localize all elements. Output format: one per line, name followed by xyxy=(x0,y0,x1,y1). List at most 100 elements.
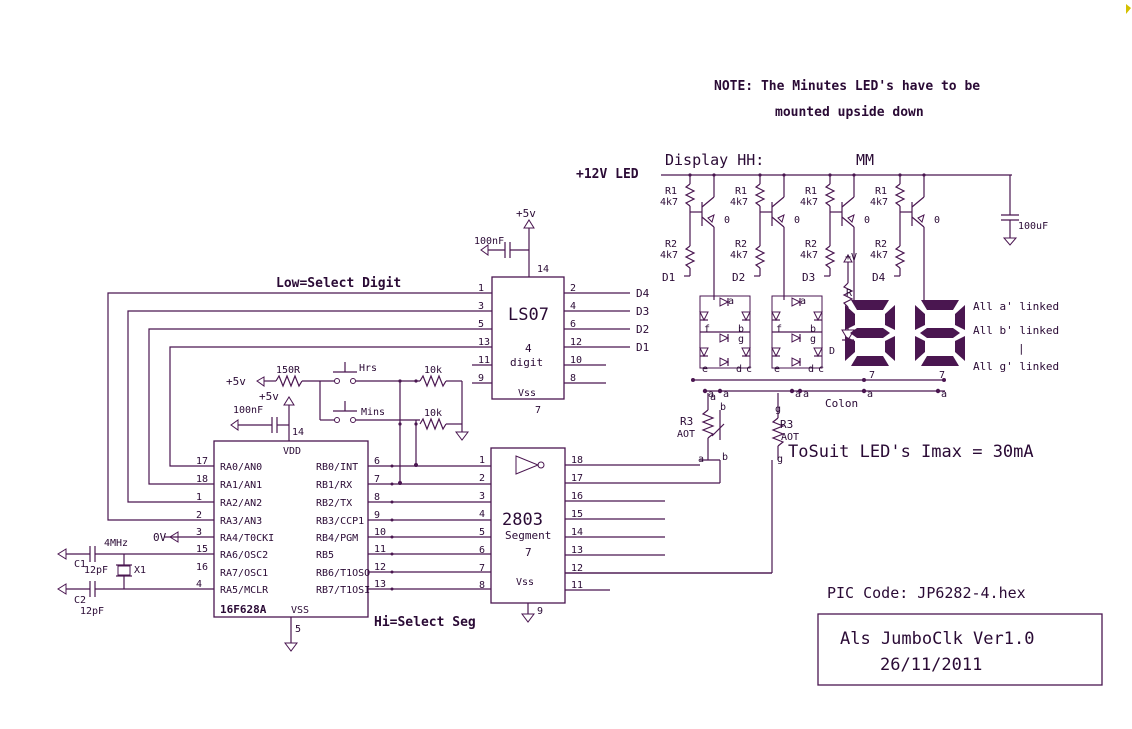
crystal-c1v: 12pF xyxy=(84,565,108,576)
pic-right-pin: 11 xyxy=(374,544,386,555)
stage-r2v: 4k7 xyxy=(870,250,888,261)
supply-12v-label: +12V LED xyxy=(576,167,639,182)
ls07-right-pin: 4 xyxy=(570,301,576,312)
stage-r2: R2 xyxy=(805,239,817,250)
svg-text:a: a xyxy=(867,389,873,400)
pic-left-name: RA4/T0CKI xyxy=(220,533,274,544)
svg-text:e: e xyxy=(702,364,708,375)
ls07-name: LS07 xyxy=(508,305,549,325)
pic-code: PIC Code: JP6282-4.hex xyxy=(827,584,1026,602)
uln-right-pin: 17 xyxy=(571,473,583,484)
link-g: All g' linked xyxy=(973,360,1059,373)
pic-right-name: RB6/T1OSO xyxy=(316,568,370,579)
uln-right-pin: 11 xyxy=(571,580,583,591)
uln-caption: Hi=Select Seg xyxy=(374,615,476,630)
svg-text:a: a xyxy=(728,296,734,307)
r-mins: 10k xyxy=(424,408,442,419)
uln-vss: Vss xyxy=(516,577,534,588)
pot-r3b: R3 xyxy=(780,418,793,431)
pot-b-top: b xyxy=(720,402,726,413)
inputs-supply: +5v xyxy=(226,375,246,388)
crystal-freq: 4MHz xyxy=(104,538,128,549)
stage-r2: R2 xyxy=(665,239,677,250)
ls07-caption: Low=Select Digit xyxy=(276,276,401,291)
zero-v: 0V xyxy=(153,531,167,544)
ls07-output: D2 xyxy=(636,323,649,336)
tosuit-note: ToSuit LED's Imax = 30mA xyxy=(788,442,1034,462)
pic-left-pin: 3 xyxy=(196,527,202,538)
seven-seg-digit-1: 7 xyxy=(845,300,895,381)
pot-b-low: b xyxy=(722,452,728,463)
pic-right-name: RB3/CCP1 xyxy=(316,516,364,527)
stage-q: 0 xyxy=(864,215,870,226)
stage-r2v: 4k7 xyxy=(730,250,748,261)
svg-text:c: c xyxy=(818,364,824,375)
stage-r2v: 4k7 xyxy=(800,250,818,261)
pic-vss-pin: 5 xyxy=(295,624,301,635)
ls07-right-pin: 8 xyxy=(570,373,576,384)
svg-text:a: a xyxy=(795,389,801,400)
pic-right-pin: 7 xyxy=(374,474,380,485)
uln-right-pin: 12 xyxy=(571,563,583,574)
stage-r1: R1 xyxy=(735,186,747,197)
ls07-left-pin: 5 xyxy=(478,319,484,330)
stage-q: 0 xyxy=(794,215,800,226)
wire-ra2 xyxy=(127,310,492,503)
svg-text:g: g xyxy=(738,334,744,345)
pic-left-pin: 4 xyxy=(196,579,202,590)
pic-right-name: RB2/TX xyxy=(316,498,352,509)
ls07-right-pin: 12 xyxy=(570,337,582,348)
svg-text:e: e xyxy=(774,364,780,375)
ls07-sub2: digit xyxy=(510,356,543,369)
stage-r2: R2 xyxy=(875,239,887,250)
note-line1: NOTE: The Minutes LED's have to be xyxy=(714,79,980,94)
uln-left-pin: 6 xyxy=(479,545,485,556)
ls07-left-pin: 11 xyxy=(478,355,490,366)
stage-drive: D3 xyxy=(802,271,815,284)
crystal-x1 xyxy=(117,565,131,576)
uln-gnd-pin: 9 xyxy=(537,606,543,617)
corner-marker xyxy=(1126,4,1131,14)
ls07-vss: Vss xyxy=(518,388,536,399)
uln-left-pin: 4 xyxy=(479,509,485,520)
svg-text:a: a xyxy=(708,389,714,400)
pic-left-name: RA1/AN1 xyxy=(220,480,262,491)
pic-right-name: RB4/PGM xyxy=(316,533,358,544)
pic-left-name: RA0/AN0 xyxy=(220,462,262,473)
svg-text:d: d xyxy=(808,364,814,375)
ls07-output: D3 xyxy=(636,305,649,318)
ls07-left-pin: 13 xyxy=(478,337,490,348)
pic-right-pin: 13 xyxy=(374,579,386,590)
switch-mins: Mins xyxy=(361,407,385,418)
wire-ra3 xyxy=(107,292,492,521)
colon-r: R xyxy=(846,288,853,299)
svg-text:f: f xyxy=(704,324,710,335)
pic-right-pin: 10 xyxy=(374,527,386,538)
pic-supply: +5v xyxy=(259,390,279,403)
stage-r1v: 4k7 xyxy=(870,197,888,208)
ls07-right-pin: 6 xyxy=(570,319,576,330)
uln-left-pin: 3 xyxy=(479,491,485,502)
title-block xyxy=(817,613,1103,686)
pic-right-pin: 6 xyxy=(374,456,380,467)
pic-left-name: RA3/AN3 xyxy=(220,516,262,527)
uln-sub1: Segment xyxy=(505,529,551,542)
ls07-left-pin: 9 xyxy=(478,373,484,384)
colon-d: D xyxy=(829,346,835,357)
display-mm-label: MM xyxy=(856,151,874,169)
uln-right-pin: 14 xyxy=(571,527,583,538)
uln-right-pin: 15 xyxy=(571,509,583,520)
pot-g-top: g xyxy=(775,404,781,415)
pic-chip xyxy=(213,440,369,618)
crystal-c2v: 12pF xyxy=(80,606,104,617)
crystal-c1: C1 xyxy=(74,559,86,570)
svg-text:b: b xyxy=(738,324,744,335)
stage-r1: R1 xyxy=(805,186,817,197)
note-line2: mounted upside down xyxy=(775,105,924,120)
ls07-left-pin: 3 xyxy=(478,301,484,312)
pic-left-pin: 15 xyxy=(196,544,208,555)
